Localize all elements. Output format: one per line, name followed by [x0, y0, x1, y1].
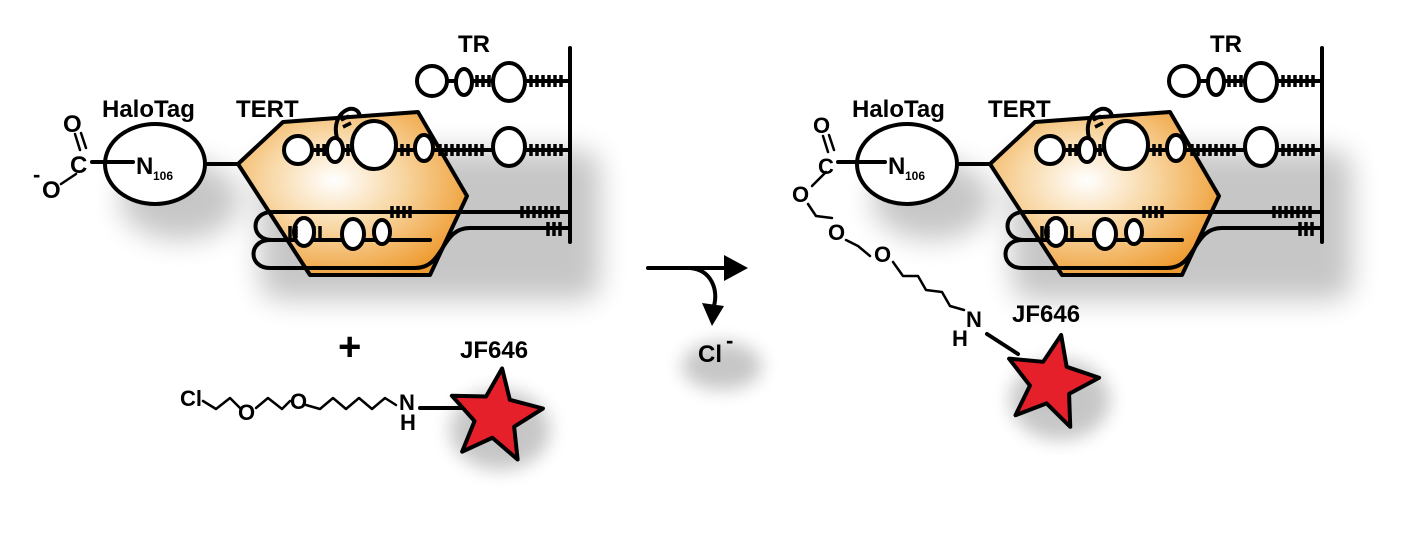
ester-carbon: C [818, 154, 834, 179]
ester-oxygen: O [792, 182, 809, 207]
carbon-atom: C [70, 152, 87, 179]
halotag-label: HaloTag [102, 96, 195, 123]
residue-number: 106 [153, 169, 173, 183]
halotag-label-after: HaloTag [852, 96, 945, 123]
chloride-label: Cl [698, 341, 722, 368]
jf646-label-after: JF646 [1012, 301, 1080, 328]
chlorine-atom: Cl [180, 386, 202, 411]
asn-nitrogen: N [136, 153, 153, 180]
ether-oxygen-1: O [238, 400, 255, 425]
amide-nitrogen: N [399, 390, 415, 415]
asn-nitrogen-after: N [888, 153, 905, 180]
amide-hydrogen-after: H [952, 326, 968, 351]
ether-oxygen-2: O [290, 389, 307, 414]
enzyme-complex-after [857, 48, 1352, 300]
amide-nitrogen-after: N [966, 307, 982, 332]
tert-label: TERT [236, 96, 299, 123]
tr-label: TR [458, 31, 490, 58]
carboxylate-group: C O O - [33, 111, 135, 204]
tr-label-after: TR [1210, 31, 1242, 58]
linker-oxygen-1: O [828, 220, 845, 245]
negative-charge: - [33, 162, 40, 187]
reaction-arrow [646, 255, 762, 390]
chloride-charge: - [726, 328, 733, 353]
residue-number-after: 106 [905, 169, 925, 183]
amide-hydrogen: H [400, 410, 416, 435]
linker-oxygen-2: O [874, 242, 891, 267]
tert-label-after: TERT [988, 96, 1051, 123]
jf646-label: JF646 [460, 337, 528, 364]
anionic-oxygen: O [42, 177, 61, 204]
plus-sign: + [338, 325, 361, 369]
carbonyl-oxygen: O [63, 111, 82, 138]
ester-carbonyl-oxygen: O [813, 113, 830, 138]
enzyme-complex-before [105, 48, 600, 300]
